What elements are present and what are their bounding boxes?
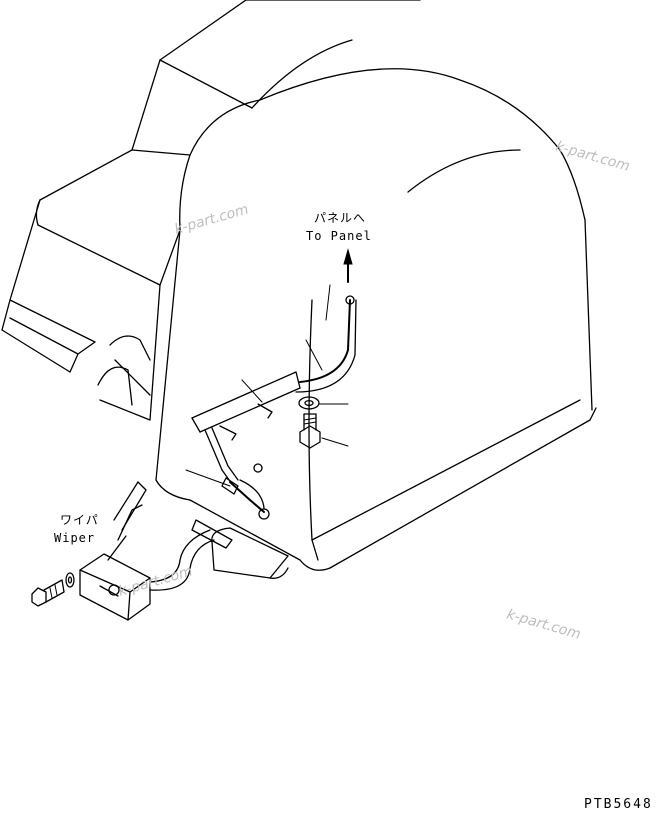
bolt-icon: [299, 413, 349, 449]
watermark: k-part.com: [505, 606, 583, 642]
wiring-harness: [185, 284, 357, 520]
arrow-up-icon: [343, 248, 353, 283]
to-panel-label-en: To Panel: [306, 229, 372, 243]
wiper-assembly: [79, 481, 233, 621]
drawing-code: PTB5648: [584, 797, 653, 812]
wiper-label-jp: ワイパ: [60, 513, 99, 527]
to-panel-label-jp: パネルへ: [314, 211, 366, 225]
wiper-bolt-icon: [31, 572, 75, 607]
connector-icon: [211, 527, 289, 579]
wiper-label-en: Wiper: [54, 531, 95, 545]
watermark: k-part.com: [554, 138, 632, 174]
washer-icon: [298, 396, 349, 410]
watermark: k-part.com: [117, 563, 195, 599]
cab-body: [1, 0, 597, 571]
watermark: k-part.com: [173, 201, 251, 237]
